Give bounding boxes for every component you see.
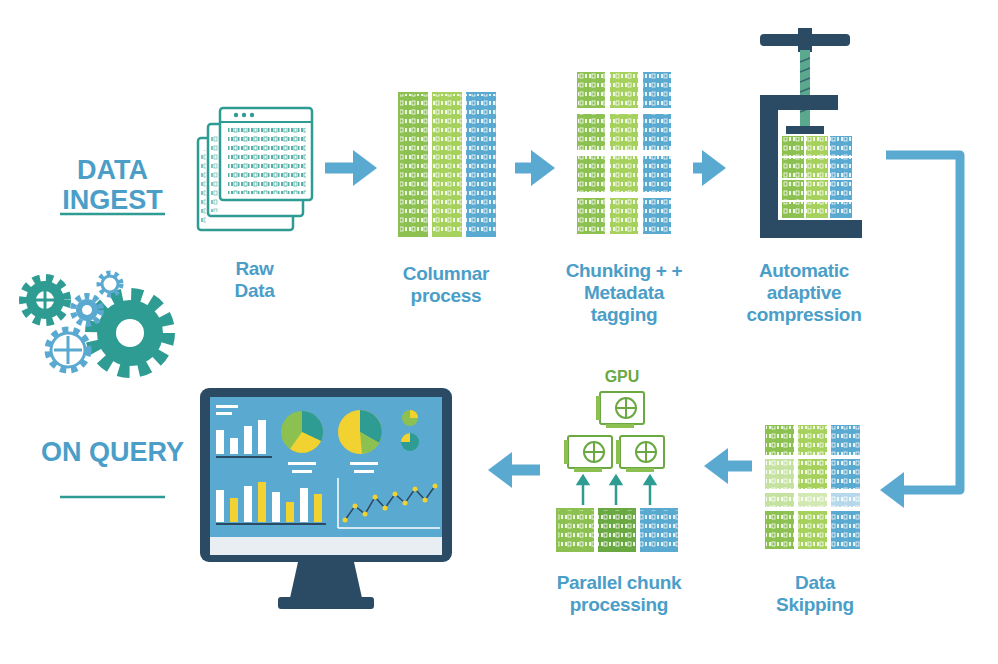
process-step: Data Skipping [760,418,870,616]
flow-arrow [704,448,752,484]
process-step: Chunking + + Metadata tagging [563,64,685,326]
flow-arrow [880,155,960,508]
process-step: Columnar process [385,82,507,307]
section-heading: ON QUERY [40,438,185,468]
step-caption: Raw Data [220,258,290,302]
step-caption: Columnar process [391,263,501,307]
step-caption: Chunking + + Metadata tagging [565,260,683,326]
section-heading: DATA INGEST [40,156,185,215]
flow-arrow [693,150,726,186]
process-step: Parallel chunk processing [542,366,696,616]
component-label: GPU [598,368,646,386]
step-caption: Parallel chunk processing [544,572,694,616]
process-step: Raw Data [192,92,317,302]
process-step: Automatic adaptive compression [734,26,874,326]
flow-arrow [515,150,555,186]
step-caption: Automatic adaptive compression [736,260,872,326]
step-caption: Data Skipping [765,572,865,616]
flow-arrow [325,150,377,186]
